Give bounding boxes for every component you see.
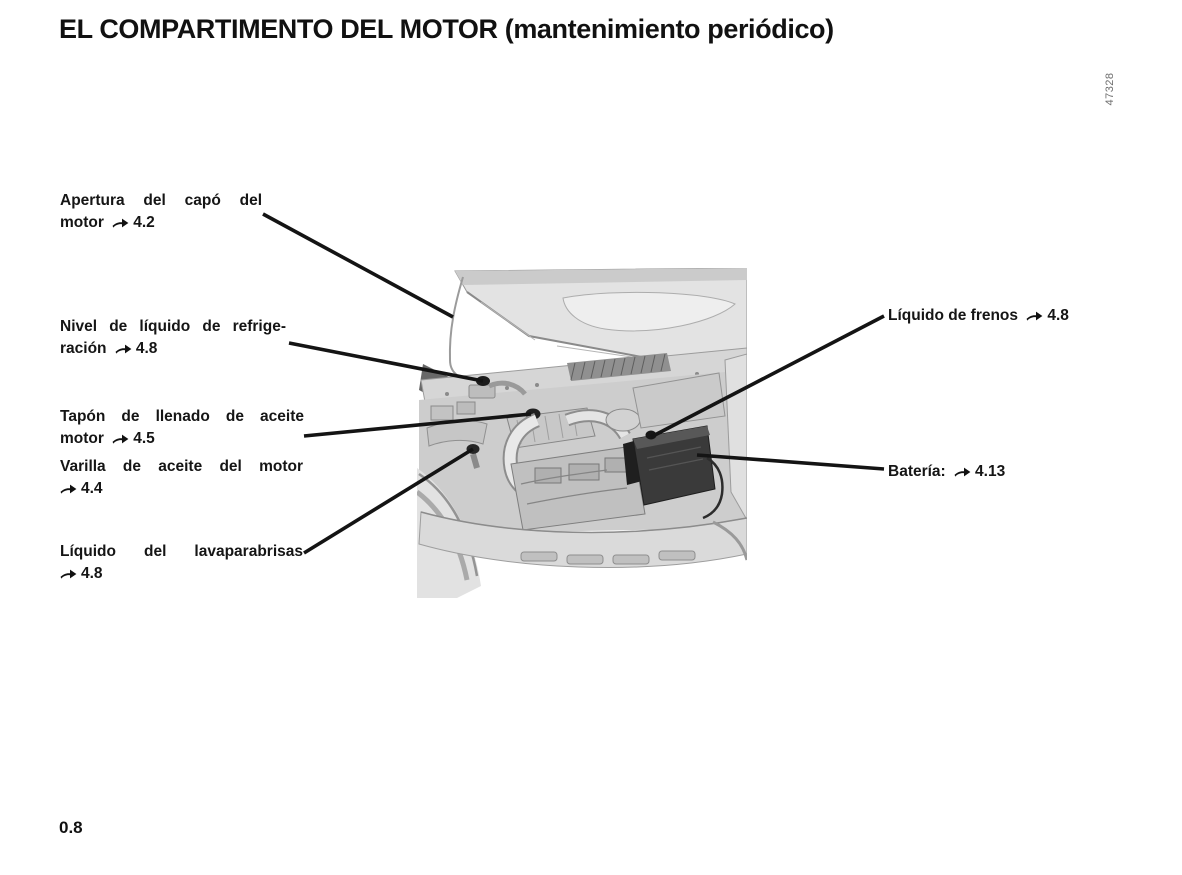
label-hood-opening: Apertura del capó del motor 4.2 <box>60 190 262 234</box>
label-text: Varilla de aceite del motor <box>60 458 303 475</box>
engine-compartment-figure <box>415 267 749 598</box>
engine-block <box>510 445 646 531</box>
open-hood <box>454 267 748 367</box>
section-reference: 4.2 <box>133 214 155 231</box>
engine-illustration <box>415 267 749 598</box>
section-reference: 4.8 <box>135 340 158 357</box>
label-text: Batería: <box>888 463 946 480</box>
reference-arrow-icon <box>112 434 129 444</box>
label-oil-filler-cap: Tapón de llenado de aceite motor 4.5 <box>60 406 304 450</box>
label-coolant-level: Nivel de líquido de refrige-ración 4.8 <box>60 316 286 360</box>
label-text: motor <box>60 214 104 231</box>
reference-arrow-icon <box>115 344 132 354</box>
label-battery: Batería: 4.13 <box>888 461 1005 483</box>
section-reference: 4.8 <box>81 565 103 582</box>
hood-prop-rod <box>448 276 464 376</box>
label-text: Tapón de llenado de aceite <box>60 408 304 425</box>
label-text: Líquido del lavaparabrisas <box>60 543 303 560</box>
label-text: ración <box>60 340 107 357</box>
label-text: Apertura del capó del <box>60 192 262 209</box>
front-bumper <box>418 511 749 568</box>
section-reference: 4.5 <box>133 430 155 447</box>
label-text: Líquido de frenos <box>888 307 1019 324</box>
reference-arrow-icon <box>1026 311 1043 321</box>
section-reference: 4.4 <box>81 480 103 497</box>
label-washer-fluid: Líquido del lavaparabrisas 4.8 <box>60 541 303 585</box>
section-reference: 4.13 <box>975 463 1006 480</box>
page-number: 0.8 <box>59 818 83 837</box>
reference-arrow-icon <box>112 218 129 228</box>
reference-arrow-icon <box>60 569 77 579</box>
reference-arrow-icon <box>60 484 77 494</box>
label-brake-fluid: Líquido de frenos 4.8 <box>888 305 1069 327</box>
air-duct <box>605 408 641 432</box>
label-text: motor <box>60 430 104 447</box>
label-text: Nivel de líquido de refrige- <box>60 318 286 335</box>
figure-code: 47328 <box>1104 72 1116 106</box>
reference-arrow-icon <box>954 467 971 477</box>
section-reference: 4.8 <box>1047 307 1069 324</box>
brake-fluid-cap <box>645 430 657 440</box>
page-title: EL COMPARTIMENTO DEL MOTOR (mantenimient… <box>59 14 834 44</box>
label-oil-dipstick: Varilla de aceite del motor 4.4 <box>60 456 303 500</box>
